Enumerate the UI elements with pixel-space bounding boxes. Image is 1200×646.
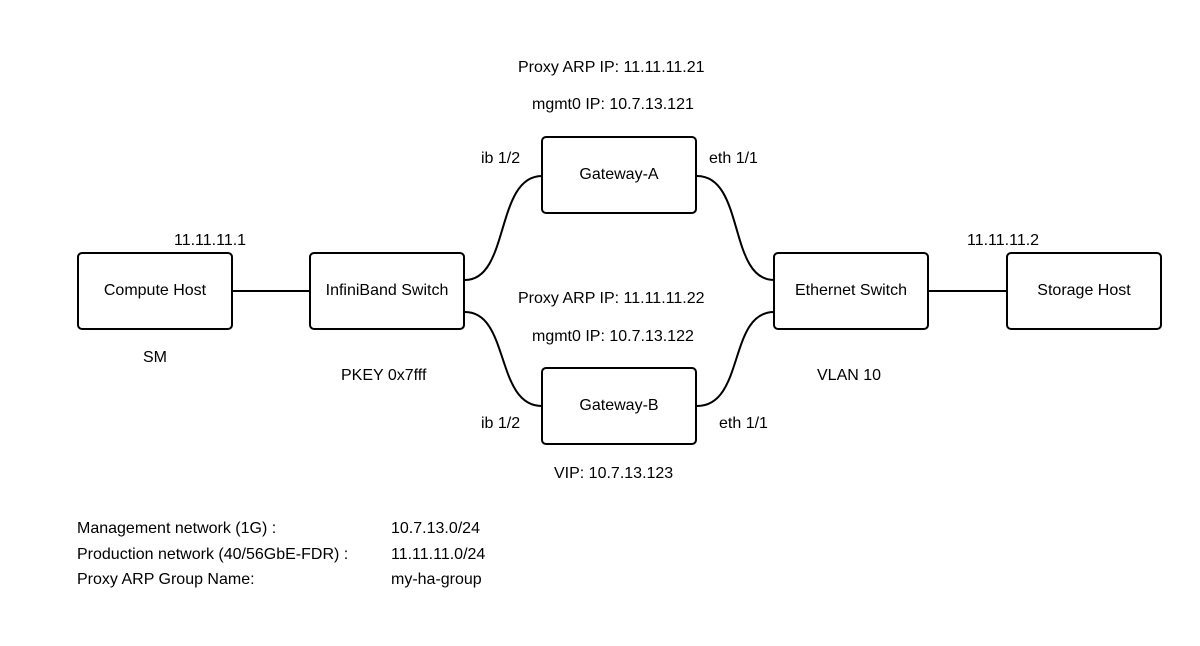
legend-value-production: 11.11.11.0/24 bbox=[391, 546, 486, 563]
gateway-a-node: Gateway-A bbox=[541, 136, 697, 214]
link-ib-switch-to-gateway-b bbox=[464, 311, 543, 407]
link-gateway-a-to-eth-switch bbox=[696, 175, 775, 281]
gateway-b-eth-port: eth 1/1 bbox=[719, 415, 768, 432]
legend-value-management: 10.7.13.0/24 bbox=[391, 520, 480, 537]
gateway-b-label: Gateway-B bbox=[579, 397, 659, 414]
pkey-label: PKEY 0x7fff bbox=[341, 367, 427, 384]
compute-host-ip: 11.11.11.1 bbox=[174, 232, 247, 249]
gateway-a-proxy-arp-ip: Proxy ARP IP: 11.11.11.21 bbox=[518, 59, 705, 76]
compute-host-label: Compute Host bbox=[103, 282, 207, 299]
virtual-ip-label: VIP: 10.7.13.123 bbox=[554, 465, 674, 482]
subnet-manager-label: SM bbox=[143, 349, 167, 366]
storage-host-node: Storage Host bbox=[1006, 252, 1162, 330]
ethernet-switch-node: Ethernet Switch bbox=[773, 252, 929, 330]
link-ib-switch-to-gateway-a bbox=[464, 175, 543, 281]
gateway-a-label: Gateway-A bbox=[579, 166, 659, 183]
gateway-b-ib-port: ib 1/2 bbox=[481, 415, 521, 432]
gateway-b-proxy-arp-ip: Proxy ARP IP: 11.11.11.22 bbox=[518, 290, 705, 307]
vlan-label: VLAN 10 bbox=[817, 367, 882, 384]
storage-host-label: Storage Host bbox=[1037, 282, 1131, 299]
infiniband-switch-node: InfiniBand Switch bbox=[309, 252, 465, 330]
gateway-b-mgmt-ip: mgmt0 IP: 10.7.13.122 bbox=[532, 328, 694, 345]
gateway-a-mgmt-ip: mgmt0 IP: 10.7.13.121 bbox=[532, 96, 694, 113]
legend-key-group-name: Proxy ARP Group Name: bbox=[77, 571, 255, 588]
link-gateway-b-to-eth-switch bbox=[696, 311, 775, 407]
legend-value-group-name: my-ha-group bbox=[391, 571, 482, 588]
infiniband-switch-label: InfiniBand Switch bbox=[325, 282, 449, 299]
gateway-a-ib-port: ib 1/2 bbox=[481, 150, 521, 167]
storage-host-ip: 11.11.11.2 bbox=[967, 232, 1040, 249]
gateway-b-node: Gateway-B bbox=[541, 367, 697, 445]
gateway-a-eth-port: eth 1/1 bbox=[709, 150, 758, 167]
legend-key-production: Production network (40/56GbE-FDR) : bbox=[77, 546, 349, 563]
compute-host-node: Compute Host bbox=[77, 252, 233, 330]
legend-key-management: Management network (1G) : bbox=[77, 520, 277, 537]
ethernet-switch-label: Ethernet Switch bbox=[794, 282, 908, 299]
